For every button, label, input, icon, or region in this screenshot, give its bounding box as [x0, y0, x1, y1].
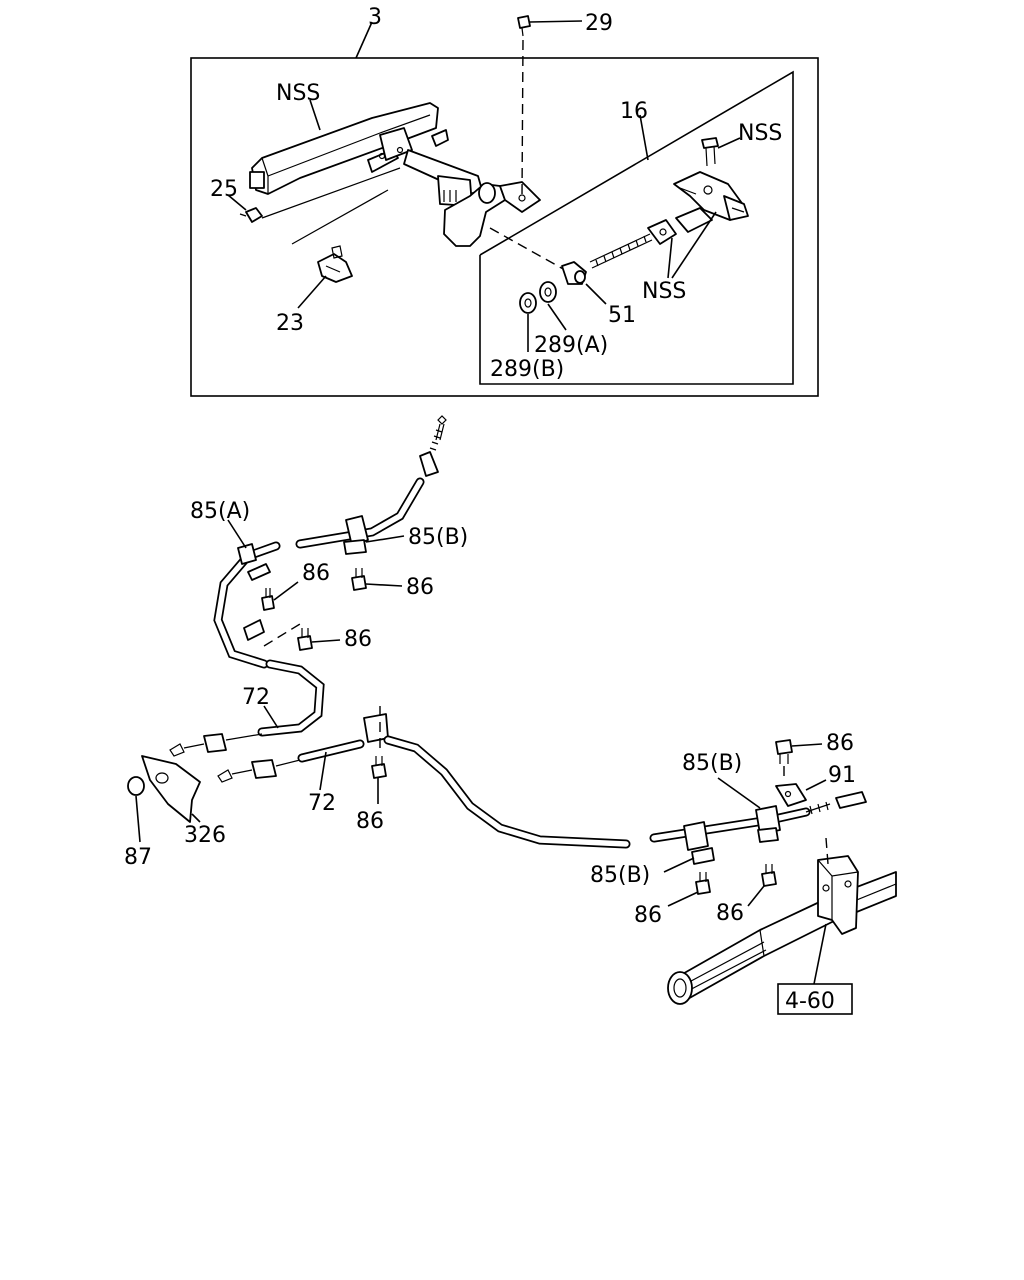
- bolt-86-e-icon: [775, 739, 793, 764]
- label-29: 29: [585, 11, 613, 36]
- bolt-86-c-icon: [297, 628, 313, 651]
- reference-4-60-box: [777, 983, 853, 1015]
- label-23: 23: [276, 311, 304, 336]
- label-72-a: 72: [242, 685, 270, 710]
- label-85-b-rear-bottom: 85(B): [590, 863, 650, 888]
- label-91: 91: [828, 763, 856, 788]
- adjuster-rod-icon: [589, 207, 713, 269]
- label-16: 16: [620, 99, 648, 124]
- label-85-a: 85(A): [190, 499, 250, 524]
- lever-handle: [249, 102, 541, 247]
- label-nss-pin: NSS: [738, 121, 782, 146]
- label-86-b: 86: [406, 575, 434, 600]
- label-nss-bracket: NSS: [642, 279, 686, 304]
- bolt-86-f-icon: [695, 872, 711, 895]
- fitting-51-icon: [561, 261, 587, 285]
- bolt-86-a-icon: [261, 588, 275, 611]
- label-85-b-rear-top: 85(B): [682, 751, 742, 776]
- leaf-spring-icon: [667, 855, 897, 1005]
- bolt-25-icon: [239, 207, 263, 223]
- clip-91-icon: [775, 783, 807, 807]
- label-86-e: 86: [826, 731, 854, 756]
- rear-cable-left-icon: [169, 733, 301, 783]
- label-289-b: 289(B): [490, 357, 564, 382]
- pin-nss-icon: [701, 137, 719, 167]
- nut-289-a-icon: [539, 281, 557, 303]
- label-nss-lever: NSS: [276, 81, 320, 106]
- label-85-b-front: 85(B): [408, 525, 468, 550]
- label-326: 326: [184, 823, 226, 848]
- bolt-86-b-icon: [351, 568, 367, 591]
- label-87: 87: [124, 845, 152, 870]
- reference-4-60-label: 4-60: [785, 989, 835, 1014]
- switch-23-icon: [317, 245, 353, 283]
- label-25: 25: [210, 177, 238, 202]
- label-72-b: 72: [308, 791, 336, 816]
- nut-87-icon: [127, 776, 145, 796]
- bolt-29-icon: [517, 15, 531, 37]
- rear-cable-right-icon: [297, 713, 867, 865]
- label-51: 51: [608, 303, 636, 328]
- label-289-a: 289(A): [534, 333, 608, 358]
- bolt-86-d-icon: [371, 756, 387, 779]
- label-86-d: 86: [356, 809, 384, 834]
- label-86-g: 86: [716, 901, 744, 926]
- label-86-a: 86: [302, 561, 330, 586]
- bracket-assembly-icon: [673, 171, 749, 221]
- nut-289-b-icon: [519, 292, 537, 314]
- bracket-326-icon: [141, 755, 201, 823]
- label-86-f: 86: [634, 903, 662, 928]
- front-cable-icon: [213, 415, 447, 737]
- subassembly-16-frame: [479, 70, 794, 385]
- assembly-3-frame: [190, 57, 819, 397]
- bolt-86-g-icon: [761, 864, 777, 887]
- label-86-c: 86: [344, 627, 372, 652]
- label-3: 3: [368, 5, 382, 30]
